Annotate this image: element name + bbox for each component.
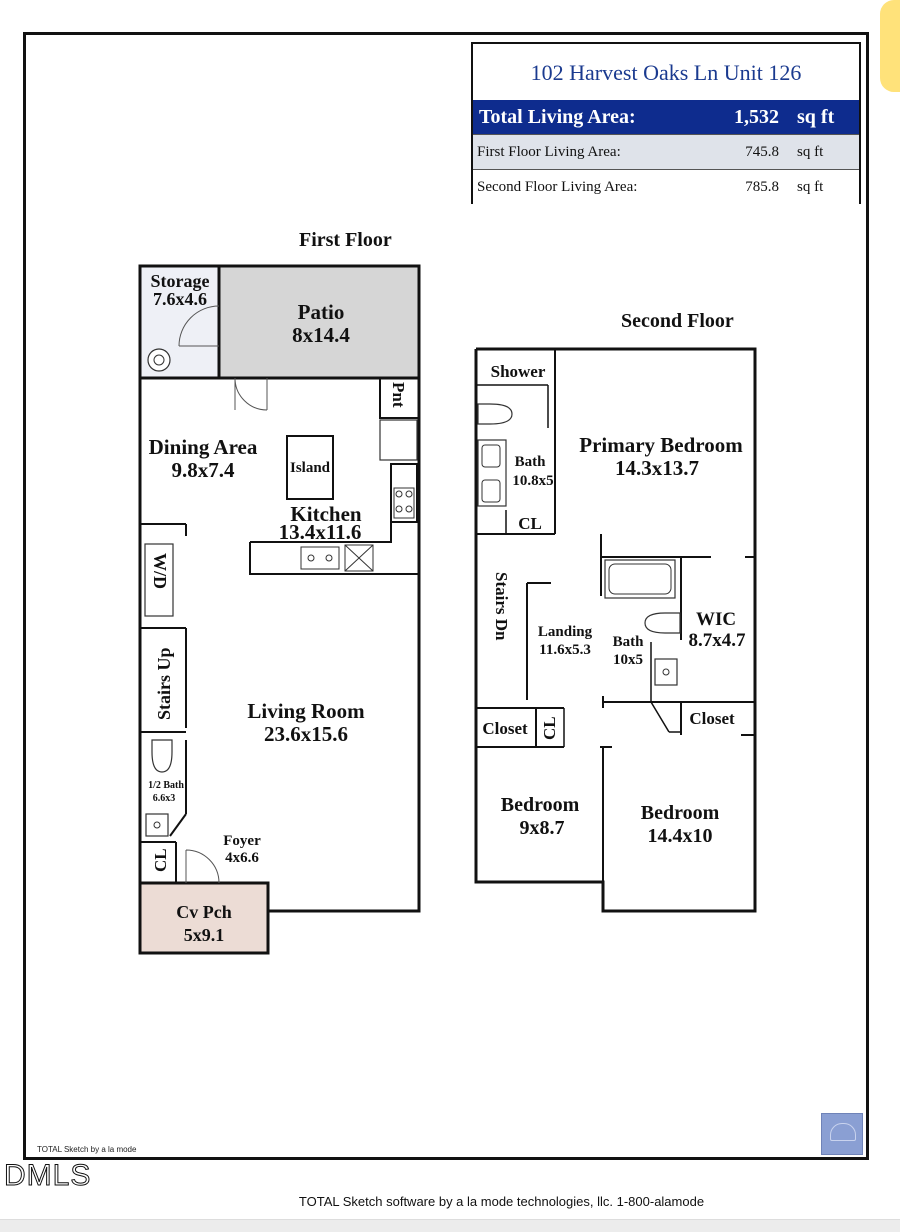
- first-floor-title: First Floor: [299, 229, 392, 251]
- pantry-wall: [379, 378, 419, 419]
- bottom-bar: [0, 1219, 900, 1232]
- refrigerator-icon: [379, 419, 418, 461]
- second-floor-area-label: Second Floor Living Area:: [477, 179, 638, 195]
- living-room-dimensions: 23.6x15.6: [264, 722, 348, 746]
- first-floor-area-unit: sq ft: [797, 144, 824, 160]
- closet-left-label: Closet: [482, 719, 528, 738]
- equal-housing-logo: [821, 1113, 863, 1155]
- closet-label-first: CL: [151, 848, 170, 872]
- first-floor-area-value: 745.8: [745, 144, 779, 160]
- primary-bedroom-dimensions: 14.3x13.7: [615, 456, 699, 480]
- dining-area-dimensions: 9.8x7.4: [172, 458, 236, 482]
- second-floor-area-unit: sq ft: [797, 179, 824, 195]
- sink-icon: [300, 546, 340, 570]
- foyer-dimensions: 4x6.6: [225, 850, 259, 866]
- covered-porch-label: Cv Pch: [176, 902, 232, 922]
- sketch-credit-small: TOTAL Sketch by a la mode: [37, 1145, 137, 1154]
- total-living-area-value: 1,532: [734, 106, 779, 128]
- second-floor-title: Second Floor: [621, 310, 734, 332]
- first-floor-exterior-wall: [138, 264, 421, 913]
- property-address: 102 Harvest Oaks Ln Unit 126: [530, 60, 802, 85]
- patio-fill: [220, 266, 419, 378]
- second-floor-area-row: Second Floor Living Area: 785.8 sq ft: [473, 169, 859, 204]
- wic-label: WIC: [696, 609, 736, 630]
- water-heater-icon: [147, 348, 171, 372]
- total-living-area-label: Total Living Area:: [479, 106, 636, 128]
- shower-label: Shower: [491, 362, 546, 381]
- first-floor-plan: Storage 7.6x4.6 Patio 8x14.4 Pnt Dining …: [138, 264, 421, 955]
- kitchen-counter-inner: [250, 522, 392, 543]
- bedroom-left-label: Bedroom: [501, 794, 580, 816]
- yellow-accent-shape: [880, 0, 900, 92]
- closet-small-label: CL: [540, 716, 559, 740]
- second-bath-label: Bath: [613, 634, 645, 650]
- kitchen-counter-outer: [249, 542, 419, 575]
- stairs-up-label: Stairs Up: [154, 647, 174, 720]
- primary-toilet-icon: [477, 403, 513, 425]
- primary-bath-dimensions: 10.8x5: [512, 473, 553, 489]
- bath-closet-label: CL: [518, 514, 542, 533]
- storage-label: Storage: [151, 271, 210, 291]
- area-summary-box: 102 Harvest Oaks Ln Unit 126 Total Livin…: [471, 42, 861, 204]
- bedroom-left-dimensions: 9x8.7: [520, 817, 565, 839]
- half-bath-label: 1/2 Bath: [148, 780, 184, 791]
- foyer-label: Foyer: [223, 833, 261, 849]
- patio-door-arc: [234, 377, 268, 411]
- second-floor-plan: Shower Bath 10.8x5 CL Primary Bedroom 14…: [474, 347, 757, 913]
- software-credit: TOTAL Sketch software by a la mode techn…: [298, 1194, 705, 1209]
- second-bath-dimensions: 10x5: [613, 652, 643, 668]
- stairs-down-label: Stairs Dn: [492, 572, 511, 641]
- pantry-label: Pnt: [389, 382, 408, 408]
- washer-dryer-label: W/D: [150, 553, 170, 589]
- living-room-label: Living Room: [247, 699, 365, 723]
- half-bath-dimensions: 6.6x3: [153, 793, 176, 804]
- wic-dimensions: 8.7x4.7: [689, 630, 747, 651]
- second-floor-area-value: 785.8: [745, 179, 779, 195]
- closet-right-label: Closet: [689, 709, 735, 728]
- first-floor-area-label: First Floor Living Area:: [477, 144, 621, 160]
- landing-label: Landing: [538, 624, 593, 640]
- half-bath-sink-icon: [145, 813, 169, 837]
- bedroom-right-label: Bedroom: [641, 802, 720, 824]
- washer-dryer-icon: [144, 543, 174, 617]
- covered-porch-outline: [138, 881, 270, 955]
- first-floor-area-row: First Floor Living Area: 745.8 sq ft: [473, 134, 859, 169]
- kitchen-label: Kitchen: [290, 502, 361, 526]
- storage-door-arc: [178, 305, 220, 347]
- toilet-icon: [151, 739, 173, 773]
- second-sink-icon: [654, 658, 678, 686]
- covered-porch-dimensions: 5x9.1: [184, 925, 225, 945]
- primary-bedroom-label: Primary Bedroom: [579, 433, 743, 457]
- primary-bath-label: Bath: [515, 454, 547, 470]
- kitchen-island: [286, 435, 334, 500]
- storage-dimensions: 7.6x4.6: [153, 289, 207, 309]
- total-living-area-row: Total Living Area: 1,532 sq ft: [473, 100, 859, 134]
- island-label: Island: [290, 460, 331, 476]
- stove-icon: [393, 487, 415, 519]
- second-toilet-icon: [644, 612, 681, 634]
- front-door-arc: [185, 849, 220, 884]
- patio-label: Patio: [298, 300, 345, 324]
- dmls-watermark: DMLS: [3, 1159, 92, 1193]
- dining-area-label: Dining Area: [149, 435, 258, 459]
- total-living-area-unit: sq ft: [797, 106, 835, 128]
- kitchen-dimensions: 13.4x11.6: [279, 520, 362, 544]
- bedroom-right-dimensions: 14.4x10: [648, 825, 713, 847]
- patio-dimensions: 8x14.4: [292, 323, 350, 347]
- covered-porch-fill: [140, 883, 268, 953]
- landing-dimensions: 11.6x5.3: [539, 642, 591, 658]
